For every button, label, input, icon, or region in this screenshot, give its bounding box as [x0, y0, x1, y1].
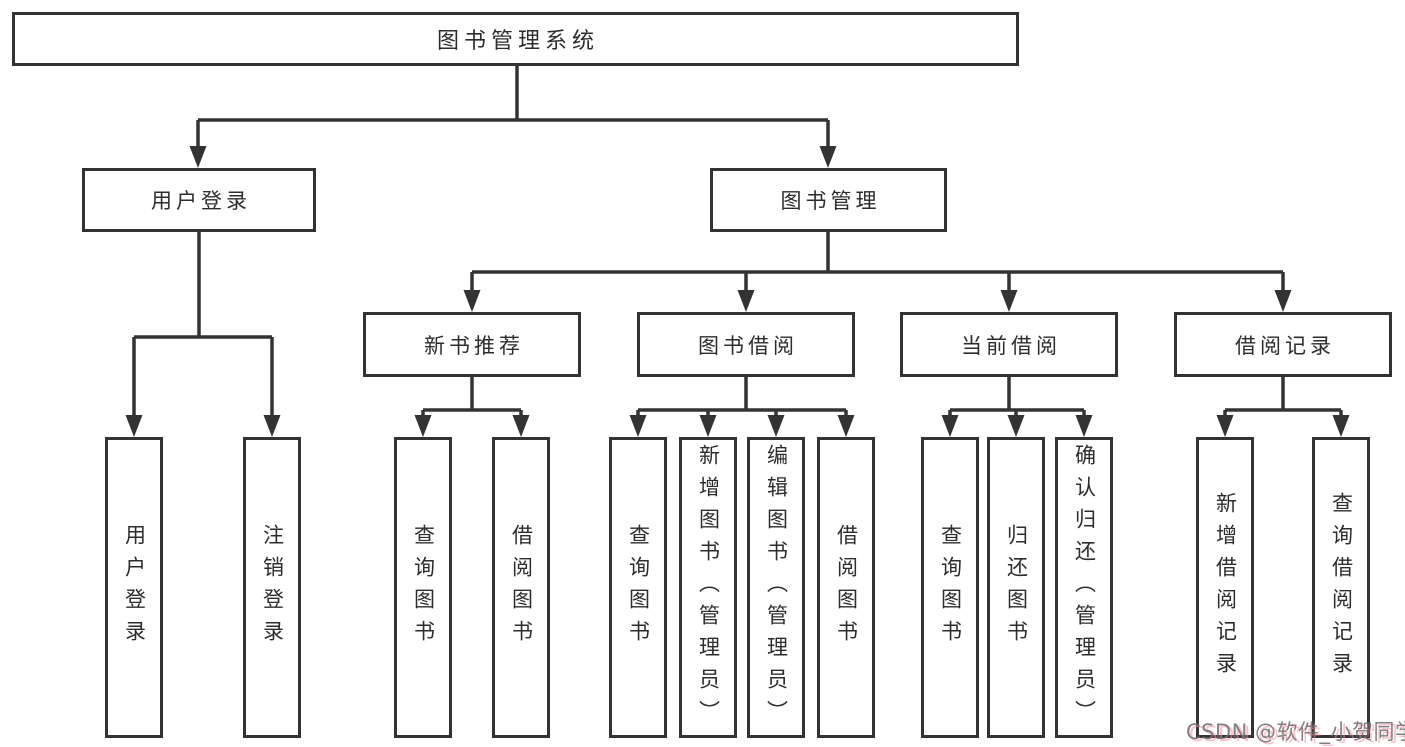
leaf-records-query-borrow-record: 查询借阅记录: [1312, 437, 1370, 738]
node-label: 确认归还（管理员）: [1072, 443, 1097, 732]
node-label: 查询图书: [938, 523, 963, 652]
node-user-login: 用户登录: [82, 168, 316, 232]
leaf-newbook-borrow-books: 借阅图书: [492, 437, 550, 738]
connector-newbook-to-leaves: [421, 377, 523, 419]
leaf-borrow-borrow-books: 借阅图书: [817, 437, 875, 738]
leaf-borrow-edit-books-admin: 编辑图书（管理员）: [747, 437, 805, 738]
node-label: 归还图书: [1004, 523, 1029, 652]
node-label: 当前借阅: [961, 333, 1061, 358]
node-label: 用户登录: [122, 523, 147, 652]
node-label: 图书管理系统: [436, 29, 599, 54]
csdn-watermark: CSDN @软件_小贺同学: [1186, 720, 1405, 744]
node-library-management-system: 图书管理系统: [12, 12, 1019, 66]
node-label: 用户登录: [151, 189, 251, 213]
node-label: 新增借阅记录: [1213, 491, 1238, 684]
node-label: 查询图书: [626, 523, 651, 652]
leaf-current-query-books: 查询图书: [921, 437, 979, 738]
connector-currentborrow-to-leaves: [948, 377, 1086, 419]
leaf-borrow-query-books: 查询图书: [609, 437, 667, 738]
node-label: 借阅图书: [834, 523, 859, 652]
leaf-records-add-borrow-record: 新增借阅记录: [1196, 437, 1254, 738]
node-new-book-recommend: 新书推荐: [363, 312, 581, 377]
leaf-borrow-add-books-admin: 新增图书（管理员）: [679, 437, 737, 738]
leaf-user-login: 用户登录: [105, 437, 163, 738]
leaf-logout-login: 注销登录: [243, 437, 301, 738]
connector-records-to-leaves: [1223, 377, 1343, 419]
node-label: 图书借阅: [698, 333, 798, 358]
node-label: 图书管理: [780, 189, 881, 213]
connector-bookmgmt-to-level3: [470, 232, 1285, 293]
leaf-current-confirm-return-admin: 确认归还（管理员）: [1055, 437, 1113, 738]
node-label: 借阅记录: [1235, 333, 1335, 358]
node-label: 查询借阅记录: [1329, 491, 1354, 684]
connector-bookborrow-to-leaves: [636, 377, 848, 419]
node-book-borrow: 图书借阅: [637, 312, 855, 377]
node-book-management: 图书管理: [710, 168, 947, 232]
leaf-current-return-books: 归还图书: [987, 437, 1045, 738]
leaf-newbook-query-books: 查询图书: [394, 437, 452, 738]
connector-root-to-level2: [196, 66, 830, 148]
node-label: 新书推荐: [424, 333, 524, 358]
node-label: 查询图书: [411, 523, 436, 652]
node-label: 编辑图书（管理员）: [764, 443, 789, 732]
node-label: 借阅图书: [509, 523, 534, 652]
node-label: 新增图书（管理员）: [696, 443, 721, 732]
connector-userlogin-to-leaves: [132, 232, 274, 417]
node-borrow-records: 借阅记录: [1174, 312, 1392, 377]
node-current-borrow: 当前借阅: [900, 312, 1118, 377]
node-label: 注销登录: [260, 523, 285, 652]
